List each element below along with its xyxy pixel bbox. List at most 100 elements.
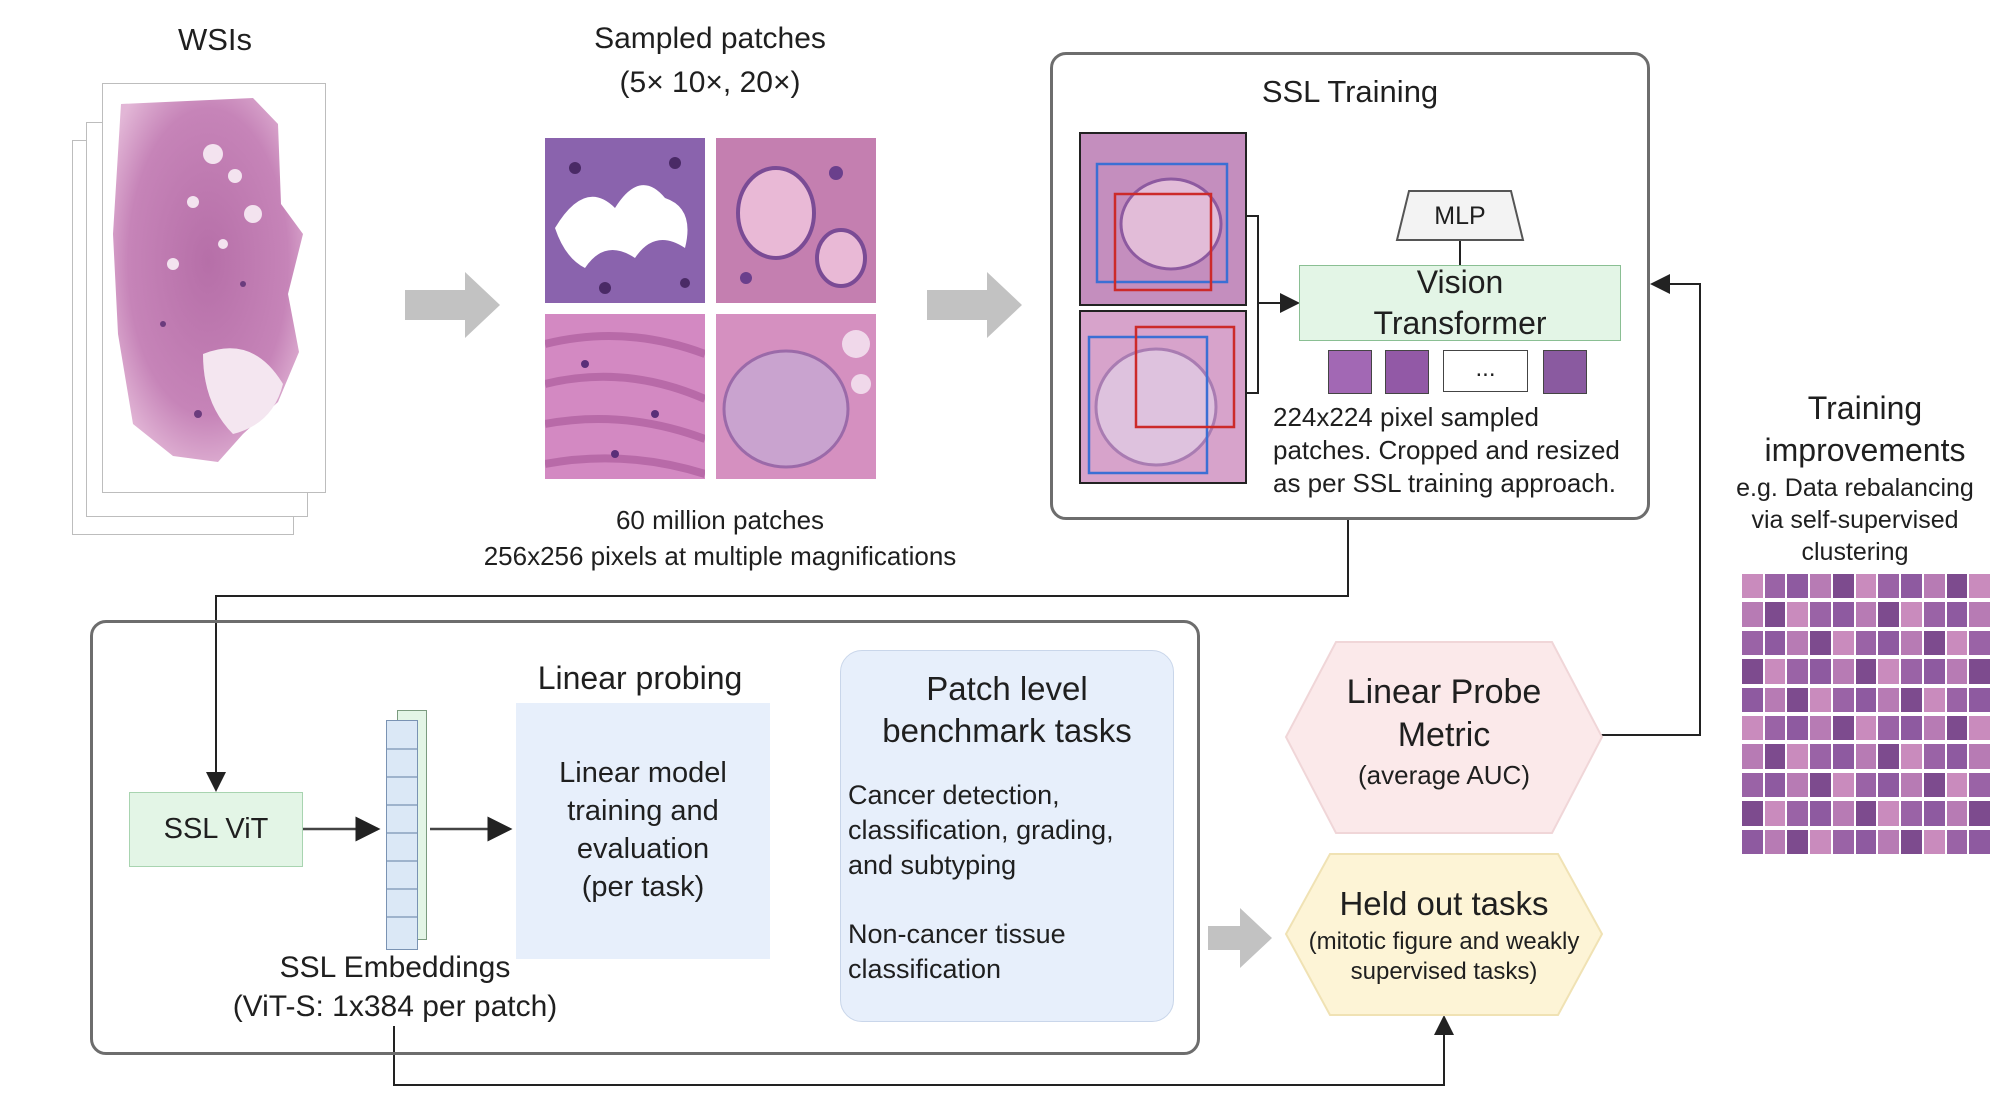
flow-arrow-2	[927, 272, 1022, 338]
cluster-patch-cell	[1946, 687, 1968, 712]
cluster-patch-cell	[1787, 744, 1809, 769]
cluster-patch-cell	[1742, 744, 1763, 769]
cluster-patch-cell	[1787, 687, 1809, 712]
improvements-body-1: e.g. Data rebalancing	[1736, 474, 1974, 502]
cluster-patch-cell	[1787, 801, 1809, 826]
cluster-patch-cell	[1742, 801, 1763, 826]
cluster-patch-cell	[1923, 687, 1945, 712]
mlp-label: MLP	[1434, 202, 1486, 230]
cluster-patch-cell	[1742, 630, 1763, 656]
cluster-patch-cell	[1810, 829, 1831, 854]
linear-probe-metric-hexagon	[1284, 641, 1604, 834]
linear-probing-box	[516, 703, 770, 959]
cluster-patch-cell	[1923, 801, 1945, 826]
crop-example-2	[1079, 310, 1247, 484]
evaluation-panel	[90, 620, 1200, 1055]
cluster-patch-cell	[1969, 801, 1990, 826]
cluster-patch-cell	[1901, 574, 1922, 599]
cluster-patch-cell	[1787, 772, 1809, 798]
cluster-patch-cell	[1901, 744, 1922, 769]
sampled-caption-2: 256x256 pixels at multiple magnification…	[483, 541, 957, 571]
wsi-tissue-image	[113, 98, 303, 462]
cluster-patch-cell	[1901, 801, 1922, 826]
cluster-patch-cell	[1855, 630, 1877, 656]
cluster-patch-cell	[1810, 772, 1831, 798]
benchmark-item1-line3: and subtyping	[848, 850, 1017, 880]
ssl-training-panel	[1050, 52, 1650, 520]
cluster-patch-cell	[1855, 716, 1877, 741]
cluster-patch-cell	[1946, 574, 1968, 599]
cluster-patch-cell	[1969, 744, 1990, 769]
cluster-patch-cell	[1855, 659, 1877, 684]
cluster-patch-cell	[1901, 630, 1922, 656]
embed-to-heldout-arrow	[393, 1015, 1454, 1086]
embeddings-line1: SSL Embeddings	[279, 951, 511, 984]
cluster-patch-cell	[1855, 602, 1877, 627]
cluster-patch-cell	[1969, 716, 1990, 741]
patch-tile-1	[545, 138, 705, 303]
cluster-patch-cell	[1764, 801, 1786, 826]
cluster-patch-cell	[1946, 659, 1968, 684]
held-out-hexagon	[1284, 853, 1604, 1016]
cluster-patch-cell	[1810, 630, 1831, 656]
cluster-patch-cell	[1742, 602, 1763, 627]
cluster-patch-cell	[1832, 659, 1854, 684]
patch-tile-4	[716, 314, 876, 479]
vision-transformer-box	[1299, 265, 1621, 341]
cluster-patch-cell	[1787, 602, 1809, 627]
cluster-patch-cell	[1901, 687, 1922, 712]
flow-arrow-3	[1208, 908, 1272, 968]
cluster-patch-cell	[1878, 687, 1900, 712]
benchmark-item2-line1: Non-cancer tissue	[848, 919, 1066, 949]
benchmark-title-2: benchmark tasks	[882, 712, 1132, 749]
crop-example-1	[1079, 132, 1247, 306]
cluster-patch-cell	[1901, 716, 1922, 741]
mlp-head	[1395, 190, 1525, 241]
ssl-training-note: 224x224 pixel sampled patches. Cropped a…	[1273, 401, 1620, 500]
cluster-patch-cell	[1878, 602, 1900, 627]
cluster-patch-cell	[1946, 602, 1968, 627]
cluster-patch-cell	[1742, 829, 1763, 854]
token-ellipsis-box	[1443, 350, 1528, 392]
cluster-patch-cell	[1832, 630, 1854, 656]
cluster-patch-cell	[1878, 801, 1900, 826]
cluster-patch-cell	[1969, 574, 1990, 599]
cluster-patch-cell	[1878, 659, 1900, 684]
cluster-patch-cell	[1946, 744, 1968, 769]
cluster-patch-cell	[1969, 630, 1990, 656]
cluster-patch-cell	[1764, 744, 1786, 769]
cluster-patch-cell	[1832, 602, 1854, 627]
cluster-patch-cell	[1787, 630, 1809, 656]
improvements-body-2: via self-supervised	[1751, 506, 1959, 534]
cluster-patch-cell	[1878, 574, 1900, 599]
cluster-patch-cell	[1878, 716, 1900, 741]
embedding-vector	[386, 720, 418, 950]
held-out-line3: supervised tasks)	[1350, 958, 1538, 985]
cluster-patch-cell	[1742, 574, 1763, 599]
cluster-patch-cell	[1855, 772, 1877, 798]
sampled-title: Sampled patches	[594, 22, 826, 55]
cluster-patch-cell	[1969, 602, 1990, 627]
cluster-patch-cell	[1742, 659, 1763, 684]
cluster-patch-cell	[1742, 687, 1763, 712]
cluster-patch-cell	[1969, 829, 1990, 854]
cluster-patch-cell	[1787, 829, 1809, 854]
metric-line2: Metric	[1397, 716, 1491, 754]
cluster-patch-cell	[1923, 602, 1945, 627]
cluster-patch-cell	[1832, 687, 1854, 712]
training-to-sslvit-arrow	[206, 518, 1349, 792]
embeddings-line2: (ViT-S: 1x384 per patch)	[232, 990, 558, 1023]
metric-line3: (average AUC)	[1358, 760, 1530, 790]
note-line-1: 224x224 pixel sampled	[1273, 402, 1539, 432]
improvements-body-3: clustering	[1801, 538, 1909, 566]
cluster-patch-cell	[1855, 829, 1877, 854]
benchmark-item-1: Cancer detection, classification, gradin…	[848, 778, 1114, 883]
cluster-patch-cell	[1969, 687, 1990, 712]
cluster-patch-cell	[1832, 716, 1854, 741]
cluster-patch-cell	[1764, 772, 1786, 798]
cluster-patch-cell	[1946, 772, 1968, 798]
note-line-3: as per SSL training approach.	[1273, 468, 1617, 498]
held-out-line2: (mitotic figure and weakly	[1308, 928, 1580, 955]
sampled-subtitle: (5× 10×, 20×)	[619, 66, 801, 99]
